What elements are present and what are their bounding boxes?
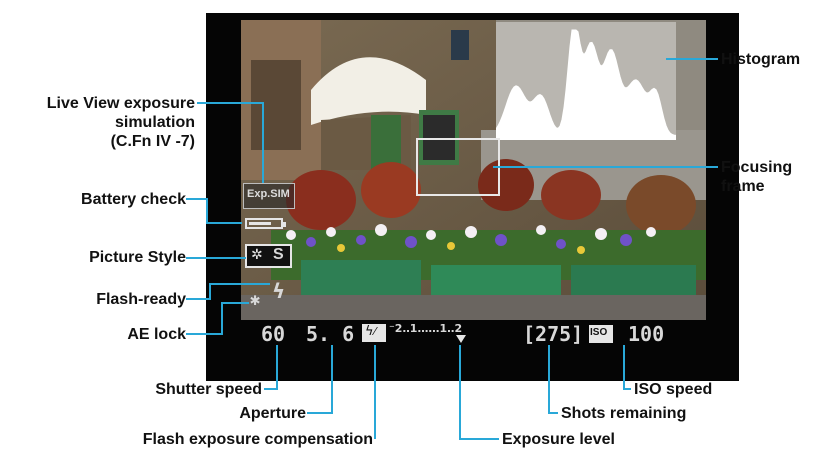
flash-comp-icon: ϟ ⁄ xyxy=(362,324,386,342)
battery-icon xyxy=(245,218,286,229)
exp-sim-indicator: Exp.SIM xyxy=(243,183,295,209)
label-ae-lock: AE lock xyxy=(127,326,186,343)
label-flash-ready: Flash-ready xyxy=(96,291,186,308)
shots-remaining-value: [275] xyxy=(523,322,584,346)
iso-icon-text: ISO xyxy=(590,327,608,338)
label-exposure-level: Exposure level xyxy=(502,431,615,448)
label-focusing: Focusing frame xyxy=(721,158,792,196)
label-focusing-line2: frame xyxy=(721,178,765,195)
label-focusing-line1: Focusing xyxy=(721,159,793,176)
label-liveview: Live View exposure simulation (C.Fn IV -… xyxy=(47,94,195,151)
ae-lock-icon: ✱ xyxy=(250,290,261,310)
exposure-level-marker xyxy=(456,335,466,343)
callout-exposure-level xyxy=(459,345,499,440)
label-aperture: Aperture xyxy=(239,405,306,422)
shutter-speed-value: 60 xyxy=(261,322,286,346)
label-histogram: Histogram xyxy=(721,51,801,68)
callout-battery xyxy=(186,198,242,224)
label-flash-comp: Flash exposure compensation xyxy=(142,431,373,448)
picture-style-letter: S xyxy=(273,246,284,263)
histogram-curve xyxy=(496,29,676,140)
label-shots-remaining: Shots remaining xyxy=(561,405,687,422)
iso-speed-value: 100 xyxy=(628,322,665,346)
label-picture-style: Picture Style xyxy=(89,249,186,266)
callout-shutter xyxy=(264,345,278,390)
histogram-graph xyxy=(496,29,676,140)
flash-icon: ϟ xyxy=(272,279,286,303)
label-liveview-line2: simulation xyxy=(114,114,195,131)
label-iso-speed: ISO speed xyxy=(634,381,713,398)
label-shutter-speed: Shutter speed xyxy=(155,381,262,398)
label-battery: Battery check xyxy=(81,191,186,208)
callout-ae-lock xyxy=(186,302,249,335)
callout-liveview xyxy=(197,102,264,183)
callout-flash-ready xyxy=(186,283,270,300)
callout-aperture xyxy=(307,345,333,414)
picture-style-icon: ✲ S xyxy=(245,244,292,268)
callout-shots xyxy=(548,345,558,414)
exposure-level-scale: ⁻2‥1‥‥‥1‥2 xyxy=(389,322,463,335)
aperture-value: 5. 6 xyxy=(306,322,355,346)
callout-iso xyxy=(623,345,631,390)
label-liveview-line3: (C.Fn IV -7) xyxy=(110,133,195,150)
iso-icon: ISO xyxy=(589,325,613,343)
label-liveview-line1: Live View exposure xyxy=(46,95,195,112)
exp-sim-text: Exp.SIM xyxy=(247,188,290,200)
live-view-image xyxy=(241,20,706,320)
